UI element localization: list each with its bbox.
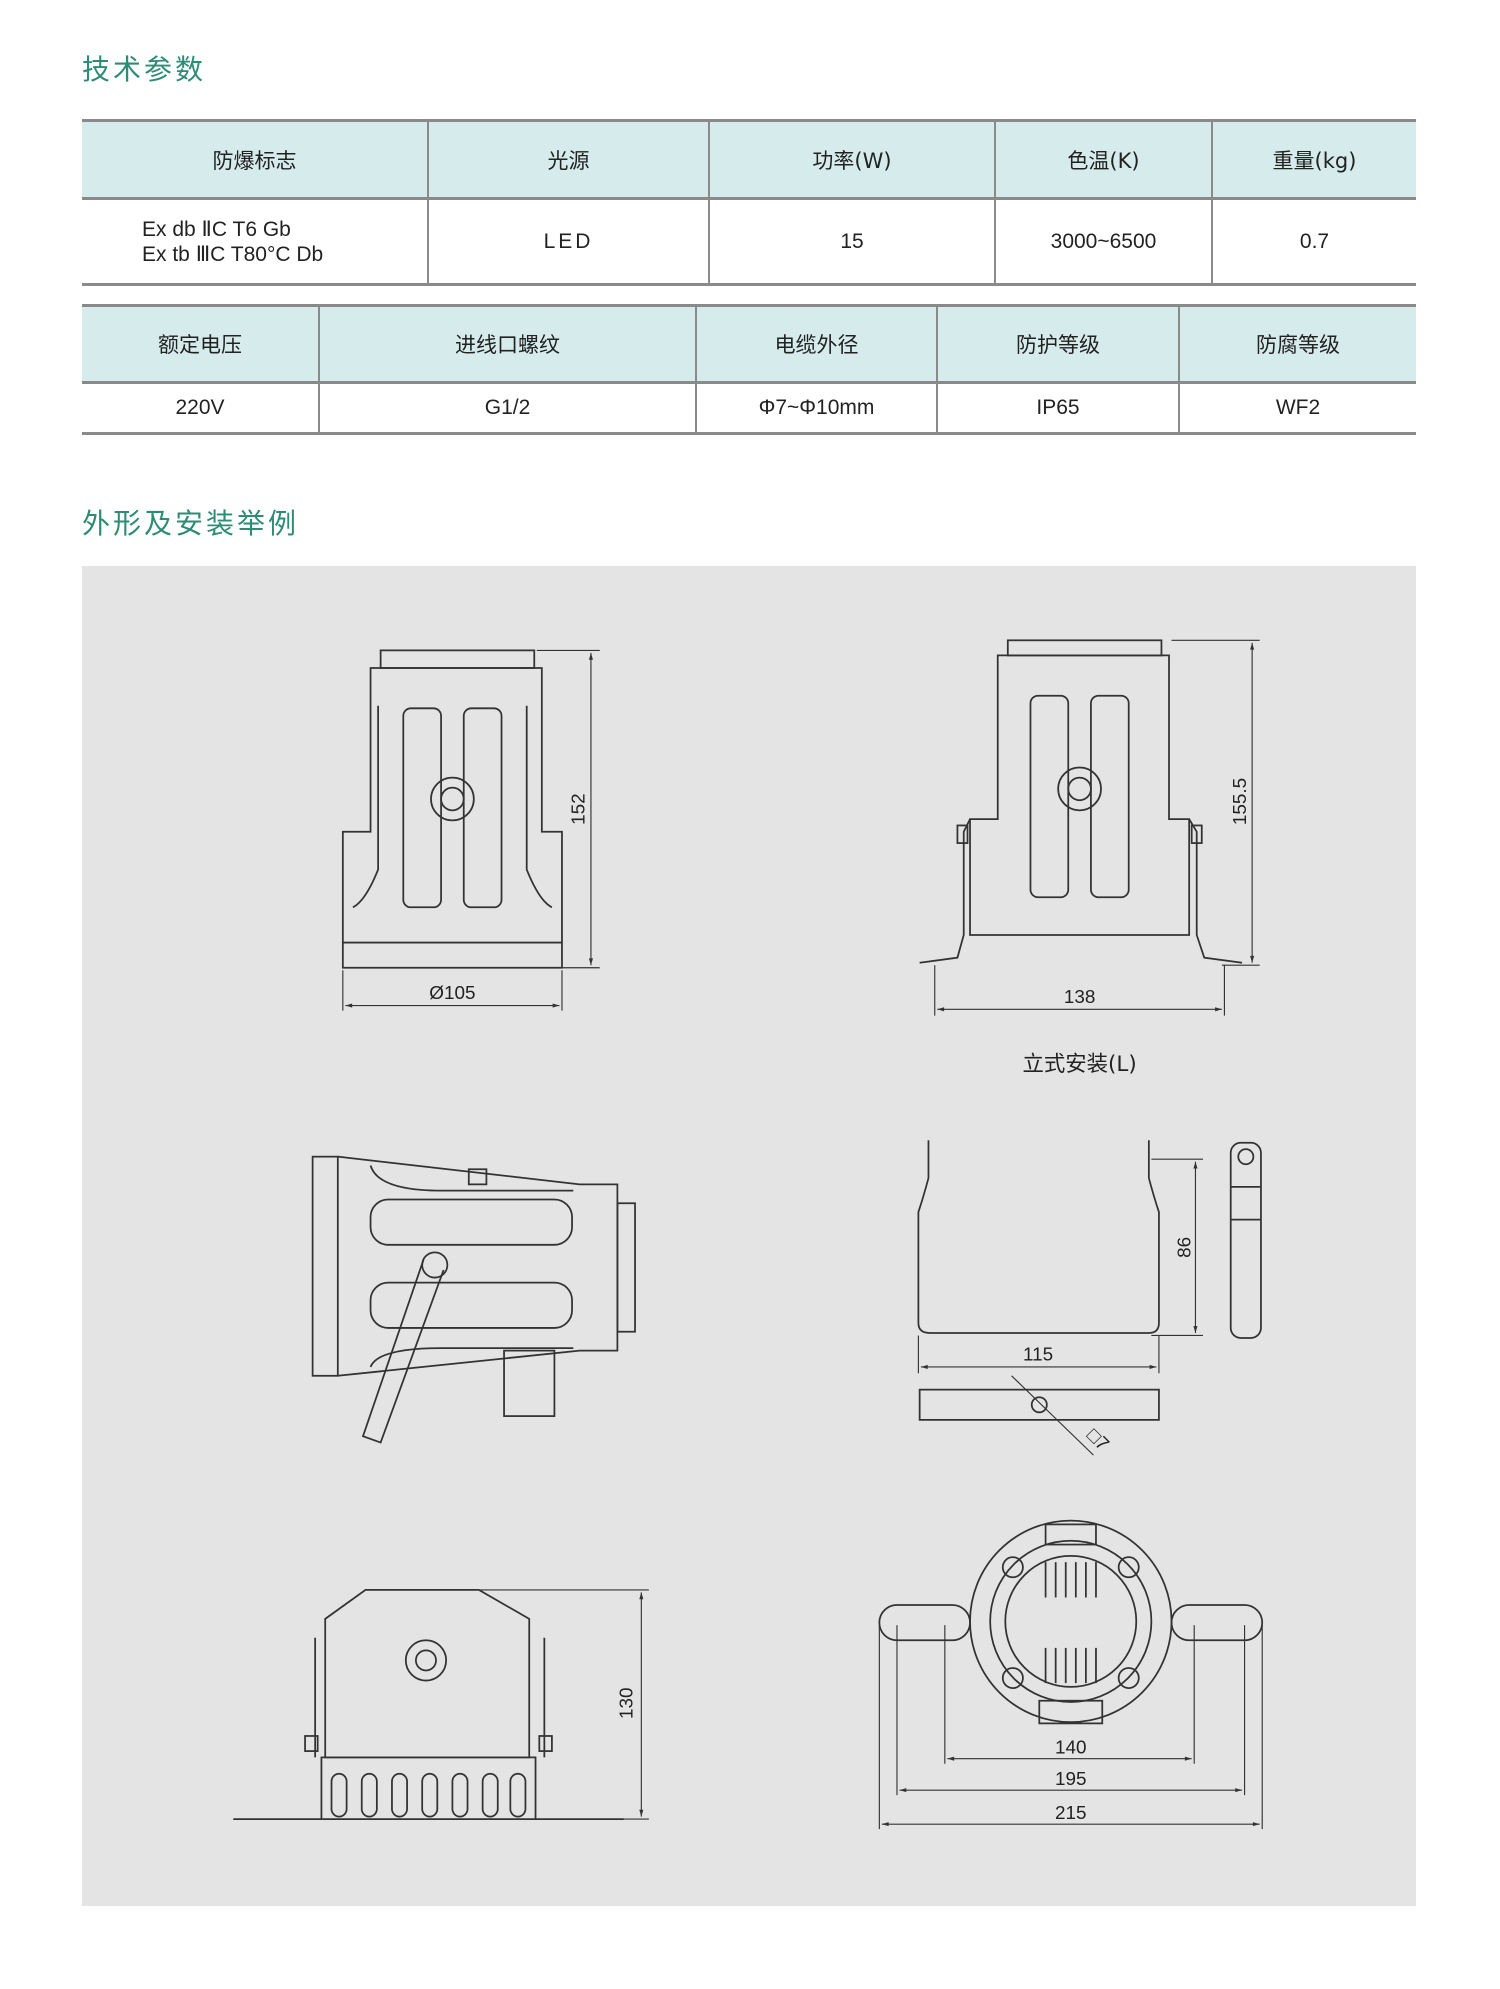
section-title-tech-params: 技术参数 (82, 53, 207, 86)
spec-table-1: 防爆标志 光源 功率(W) 色温(K) 重量(kg) Ex db ⅡC T6 G… (82, 119, 1416, 286)
table-row: 220V G1/2 Φ7~Φ10mm IP65 WF2 (82, 382, 1416, 434)
ex-mark-line2: Ex tb ⅢC T80°C Db (142, 242, 324, 266)
header-light-source: 光源 (427, 120, 709, 199)
power-cell: 15 (708, 198, 995, 285)
header-cable-diameter: 电缆外径 (695, 305, 937, 383)
ex-mark-line1: Ex db ⅡC T6 Gb (142, 217, 291, 241)
ip-rating-cell: IP65 (936, 382, 1179, 434)
section-title-dimensions: 外形及安装举例 (82, 507, 300, 540)
mount-view-drawing: 138 155.5 立式安装(L) (919, 639, 1260, 1077)
dim-mount-height: 155.5 (1230, 778, 1251, 825)
mount-caption: 立式安装(L) (1023, 1052, 1137, 1077)
dim-bracket-width: 115 (1023, 1345, 1053, 1366)
dim-front-height: 152 (569, 793, 590, 825)
header-ex-mark: 防爆标志 (82, 120, 428, 199)
header-anticorrosion: 防腐等级 (1178, 305, 1416, 383)
header-thread: 进线口螺纹 (318, 305, 696, 383)
dim-bottom-height: 130 (617, 1687, 638, 1719)
thread-cell: G1/2 (318, 382, 696, 434)
bracket-drawing: 86 115 □7 (917, 1140, 1262, 1456)
technical-drawings: Ø105 152 138 155.5 立式安装(L) (233, 639, 1264, 1830)
dim-front-width: Ø105 (429, 983, 475, 1004)
header-rated-voltage: 额定电压 (82, 305, 319, 383)
dim-top-195: 195 (1055, 1769, 1087, 1790)
dim-mount-width: 138 (1064, 987, 1096, 1008)
header-color-temp: 色温(K) (994, 120, 1212, 199)
header-power: 功率(W) (708, 120, 995, 199)
drawing-panel: Ø105 152 138 155.5 立式安装(L) (82, 566, 1416, 1906)
table-row: Ex db ⅡC T6 Gb Ex tb ⅢC T80°C Db LED 15 … (82, 198, 1416, 285)
ex-mark-cell: Ex db ⅡC T6 Gb Ex tb ⅢC T80°C Db (82, 199, 428, 285)
spec-table-2: 额定电压 进线口螺纹 电缆外径 防护等级 防腐等级 220V G1/2 Φ7~Φ… (82, 304, 1416, 435)
dim-top-140: 140 (1055, 1738, 1087, 1759)
dim-top-215: 215 (1055, 1803, 1087, 1824)
bottom-view-drawing: 130 (233, 1589, 649, 1820)
anticorrosion-cell: WF2 (1178, 382, 1416, 434)
header-ip-rating: 防护等级 (936, 305, 1179, 383)
top-view-drawing: 140 195 215 (878, 1519, 1264, 1830)
header-weight: 重量(kg) (1211, 120, 1416, 199)
light-source-cell: LED (427, 198, 709, 285)
side-view-drawing (311, 1155, 636, 1444)
dim-bracket-height: 86 (1174, 1237, 1195, 1258)
dim-hole: □7 (1082, 1425, 1112, 1455)
color-temp-cell: 3000~6500 (994, 198, 1212, 285)
rated-voltage-cell: 220V (175, 396, 225, 419)
cable-diameter-cell: Φ7~Φ10mm (695, 382, 937, 434)
front-view-drawing: Ø105 152 (341, 649, 600, 1011)
weight-cell: 0.7 (1211, 198, 1416, 285)
